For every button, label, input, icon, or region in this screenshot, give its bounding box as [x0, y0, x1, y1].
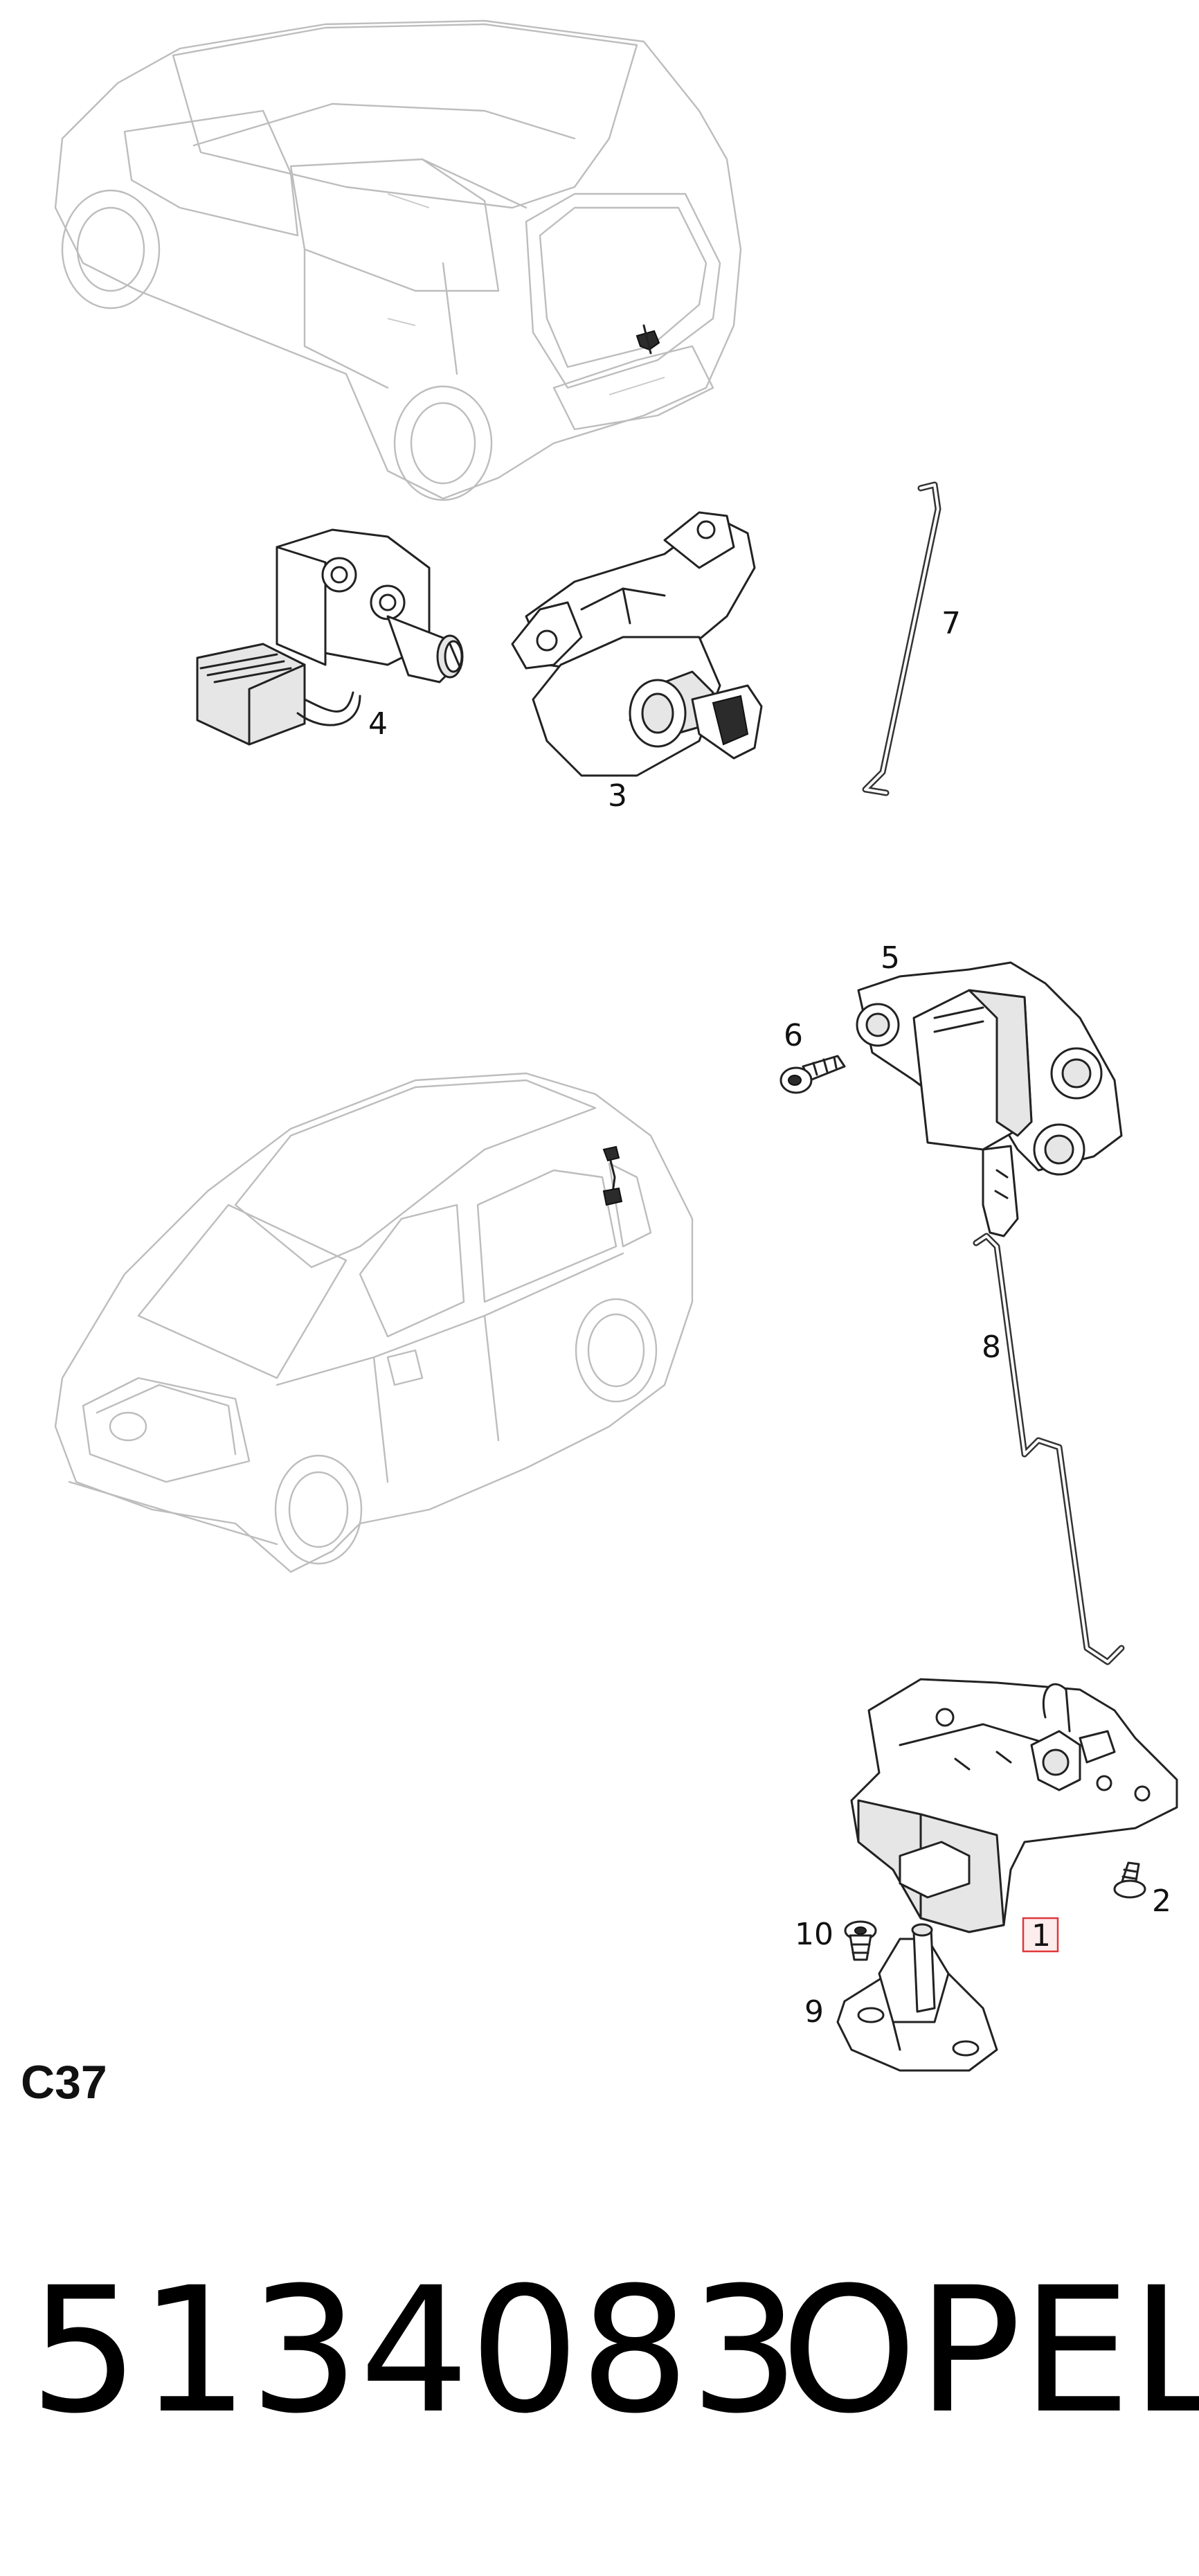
part-4-actuator: 4 [196, 528, 464, 746]
part-1-latch-assembly: 1 [850, 1678, 1178, 1953]
part-9-striker: 9 [804, 1923, 998, 2072]
part-8-rod: 8 [973, 1233, 1125, 1665]
callout-4: 4 [368, 706, 388, 742]
part-6-screw: 6 [779, 1018, 846, 1094]
callout-8: 8 [982, 1330, 1001, 1365]
callout-6: 6 [784, 1018, 803, 1053]
callout-10: 10 [795, 1917, 833, 1952]
part-10-screw: 10 [795, 1917, 877, 1961]
part-7-rod: 7 [862, 481, 961, 796]
part-5-lock-motor: 5 [856, 940, 1123, 1237]
part-2-bolt: 2 [1113, 1861, 1171, 1919]
section-code: C37 [21, 2056, 107, 2109]
brand-name: OPEL [781, 2250, 1199, 2451]
car-rear-view [54, 19, 742, 501]
callout-7: 7 [941, 606, 961, 641]
lock-location-marker [635, 324, 660, 355]
callout-3: 3 [608, 778, 627, 814]
callout-9: 9 [804, 1994, 824, 2030]
latch-location-marker [602, 1145, 623, 1206]
callout-2: 2 [1152, 1884, 1171, 1919]
callout-1: 1 [1031, 1918, 1051, 1953]
part-3-lock-cylinder: 3 [511, 511, 763, 814]
car-front-view [54, 1072, 694, 1573]
callout-5: 5 [881, 940, 900, 976]
part-number: 5134083 [29, 2250, 800, 2451]
